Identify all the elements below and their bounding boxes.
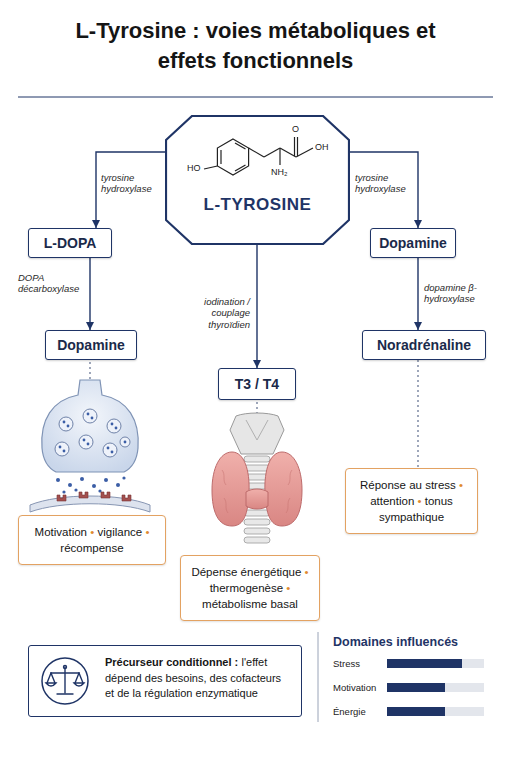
bar-label: Motivation	[333, 682, 376, 693]
note-box: Précurseur conditionnel :l'effet dépend …	[28, 645, 302, 717]
metabolite-box: Noradrénaline	[362, 330, 486, 360]
arrow-connector	[417, 258, 418, 330]
enzyme-label: DOPA décarboxylase	[18, 272, 86, 295]
node-text: Dépense énergétique • thermogenèse • mét…	[191, 566, 308, 610]
dotted-connector	[417, 360, 418, 468]
metabolite-box: Dopamine	[370, 228, 456, 258]
node-text: Dopamine	[57, 337, 125, 353]
metabolite-box: Dopamine	[45, 330, 137, 360]
atom-label: NH₂	[271, 167, 288, 177]
atom-label: O	[292, 124, 299, 134]
synapse-illustration	[30, 380, 150, 512]
atom-label: OH	[315, 142, 329, 152]
bar-panel	[318, 632, 484, 722]
enzyme-label: dopamine β-hydroxylase	[424, 282, 490, 305]
diagram-title: L-Tyrosine : voies métaboliques et effet…	[45, 16, 466, 76]
node-title: L-TYROSINE	[165, 195, 350, 215]
enzyme-label: tyrosine hydroxylase	[101, 172, 161, 195]
bullet: •	[459, 479, 463, 491]
enzyme-label: tyrosine hydroxylase	[355, 172, 414, 195]
leader-line	[256, 402, 257, 413]
node-text: Motivation • vigilance • récompense	[35, 526, 150, 554]
precursor-hexagon: L-TYROSINE HO NH₂ O OH	[165, 115, 350, 245]
enzyme-label: iodination / couplage thyroïdien	[186, 296, 250, 330]
panel-title: Domaines influencés	[333, 635, 458, 649]
hormone-box: T3 / T4	[218, 368, 296, 400]
bullet: •	[145, 526, 149, 538]
node-text: L-DOPA	[44, 235, 97, 251]
node-text: Dopamine	[379, 235, 447, 251]
effect-box: Dépense énergétique • thermogenèse • mét…	[180, 555, 320, 621]
thyroid-illustration	[212, 413, 302, 543]
node-text: T3 / T4	[235, 376, 279, 392]
atom-label: HO	[187, 163, 201, 173]
arrow-connector	[256, 245, 257, 368]
leader-line	[89, 362, 90, 380]
arrow-connector	[96, 152, 165, 228]
bullet: •	[417, 495, 421, 507]
arrow-connector	[89, 258, 90, 330]
metabolite-box: L-DOPA	[28, 228, 112, 258]
bar-label: Énergie	[333, 706, 366, 717]
arrow-connector	[350, 152, 418, 228]
note-heading: Précurseur conditionnel :	[105, 656, 238, 668]
bullet: •	[90, 526, 94, 538]
bullet: •	[305, 566, 309, 578]
bar-label: Stress	[333, 658, 360, 669]
bullet: •	[286, 582, 290, 594]
title-rule	[18, 97, 493, 98]
balance-icon	[39, 655, 91, 707]
effect-box: Réponse au stress • attention • tonus sy…	[345, 468, 478, 534]
hexagon-outline	[165, 115, 350, 245]
node-text: Réponse au stress • attention • tonus sy…	[360, 479, 463, 523]
node-text: Noradrénaline	[377, 337, 471, 353]
effect-box: Motivation • vigilance • récompense	[18, 515, 166, 565]
